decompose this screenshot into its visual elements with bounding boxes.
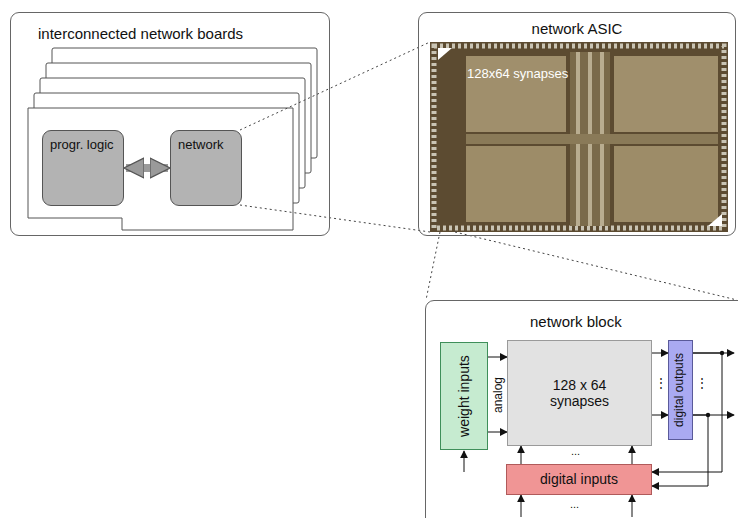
signal-wire xyxy=(652,415,668,416)
ellipsis: ... xyxy=(571,446,580,457)
box-label: 128 x 64 synapses xyxy=(544,377,616,409)
ellipsis: ⋮ xyxy=(655,377,667,389)
logic-box: progr. logic xyxy=(42,130,124,206)
zoom-line xyxy=(455,232,737,300)
digital-inputs-box: digital inputs xyxy=(506,464,652,495)
chip-photo xyxy=(430,42,728,232)
chip-marker xyxy=(438,48,452,60)
input-wire xyxy=(632,495,633,517)
signal-wire xyxy=(632,446,633,464)
signal-wire xyxy=(652,353,668,354)
synapse-array xyxy=(614,146,718,222)
asic-panel: network ASIC xyxy=(418,12,736,236)
ellipsis: ⋮ xyxy=(696,377,708,389)
box-label: progr. logic xyxy=(50,138,114,153)
panel-heading: network ASIC xyxy=(419,20,735,37)
chip-label: 128x64 synapses xyxy=(467,67,568,80)
zoom-line xyxy=(240,205,430,232)
input-wire xyxy=(521,495,522,517)
zoom-line xyxy=(240,42,430,130)
signal-wire xyxy=(488,357,507,358)
digital-outputs-box: digital outputs xyxy=(668,340,693,440)
signal-wire xyxy=(521,446,522,464)
front-board xyxy=(28,108,293,230)
ellipsis: ... xyxy=(570,499,579,510)
synapse-array-box: 128 x 64 synapses xyxy=(507,340,652,446)
box-label: digital inputs xyxy=(540,471,618,487)
input-wire xyxy=(464,451,465,472)
boards-panel: interconnected network boards progr. logi… xyxy=(10,12,330,236)
block-panel: network block weight inputs 128 x 64 synap… xyxy=(425,300,738,518)
zoom-line xyxy=(426,232,440,300)
signal-label: analog xyxy=(492,377,504,413)
chip-marker xyxy=(708,214,722,226)
synapse-array xyxy=(466,146,566,222)
weight-inputs-box: weight inputs xyxy=(440,342,488,450)
synapse-array xyxy=(614,56,718,132)
panel-heading: network block xyxy=(530,313,738,330)
box-label: network xyxy=(178,138,224,153)
network-box: network xyxy=(170,130,242,206)
signal-wire xyxy=(488,432,507,433)
chip-pads xyxy=(434,46,724,228)
box-label: weight inputs xyxy=(456,355,472,437)
bus-arrow xyxy=(126,164,168,172)
panel-heading: interconnected network boards xyxy=(38,25,329,42)
box-label: digital outputs xyxy=(674,353,688,427)
chip-bus xyxy=(466,134,718,144)
